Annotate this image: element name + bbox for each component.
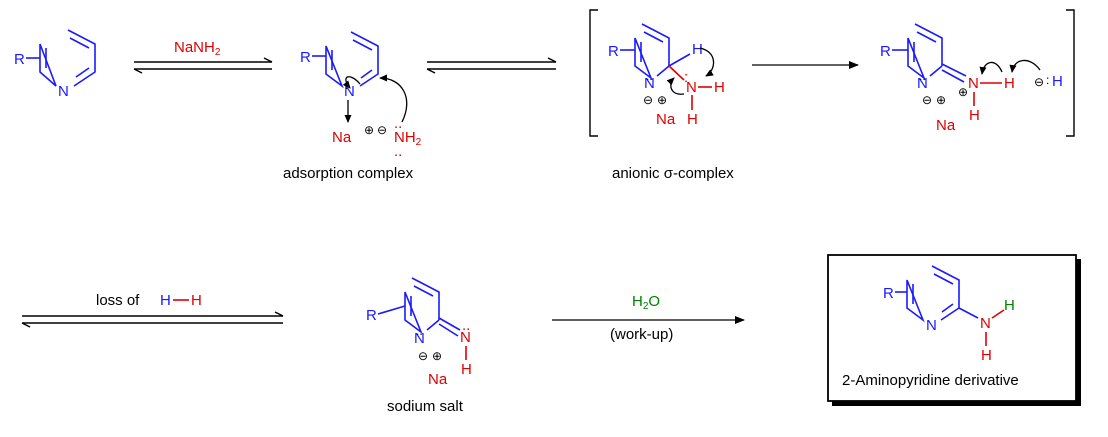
negative-charge: ⊖	[418, 349, 428, 363]
anionic-sigma-complex: N R .. ⊖ ⊕ Na H N : H H anionic σ-comple…	[608, 23, 734, 182]
substituent-r: R	[300, 49, 311, 66]
substituent-r: R	[880, 43, 891, 60]
amino-nitrogen: N	[686, 79, 697, 96]
equilibrium-arrow-loss: loss of H H	[21, 292, 284, 328]
positive-charge: ⊕	[936, 93, 946, 107]
sodium-label: Na	[936, 117, 956, 134]
amino-hydrogen-2: H	[687, 111, 698, 128]
nitrogen-lone-pair: ..	[416, 324, 423, 338]
amino-hydrogen-1: H	[714, 79, 725, 96]
equilibrium-arrow-1: NaNH2	[133, 39, 273, 74]
equilibrium-arrow-2	[426, 57, 557, 74]
workup-label: (work-up)	[610, 326, 673, 343]
loss-h2: H	[191, 292, 202, 309]
product-box	[827, 254, 1081, 406]
amide-lone-pair: ..	[394, 115, 402, 132]
imine-lone-pair: ..	[462, 317, 470, 334]
iminium-charge: ⊕	[958, 85, 968, 99]
iminium-nitrogen: N	[968, 75, 979, 92]
iminium-hydrogen-2: H	[969, 107, 980, 124]
pyridine-start: N R	[14, 29, 96, 100]
bracket-left	[589, 9, 598, 137]
amino-nitrogen: N	[980, 315, 991, 332]
sodium-label: Na	[332, 129, 352, 146]
sodium-label: Na	[656, 111, 676, 128]
amino-hydrogen-1: H	[1004, 297, 1015, 314]
substituent-r: R	[366, 307, 377, 324]
adsorption-complex: N R : Na ⊕ ⊖ NH2 .. .. adsorption comple…	[283, 31, 422, 182]
caption-anionic-complex: anionic σ-complex	[612, 165, 734, 182]
loss-h1: H	[160, 292, 171, 309]
amino-lone-pair: :	[684, 69, 688, 86]
substituent-r: R	[608, 43, 619, 60]
reagent-sodium-amide: NaNH2	[174, 39, 221, 58]
imine-nitrogen: N	[460, 329, 471, 346]
ring-nitrogen: N	[58, 83, 69, 100]
cation-charge: ⊕	[364, 123, 374, 137]
substituent-r: R	[14, 51, 25, 68]
workup-arrow: H2O (work-up)	[552, 293, 745, 343]
water-label: H2O	[632, 293, 660, 312]
nitrogen-lone-pair: ..	[919, 69, 926, 83]
ring-nitrogen: N	[926, 317, 937, 334]
positive-charge: ⊕	[432, 349, 442, 363]
hydride-charge: ⊖	[1034, 75, 1044, 89]
negative-charge: ⊖	[922, 93, 932, 107]
imine-hydrogen: H	[461, 361, 472, 378]
bracket-right	[1066, 9, 1075, 137]
sodium-salt: N R .. ⊖ ⊕ Na N .. H sodium salt	[366, 277, 472, 415]
substituent-r: R	[883, 285, 894, 302]
amide-label: NH2	[394, 129, 422, 148]
caption-sodium-salt: sodium salt	[387, 398, 464, 415]
iminium-hydrogen-1: H	[1004, 75, 1015, 92]
nitrogen-lone-pair: ..	[646, 69, 653, 83]
negative-charge: ⊖	[643, 93, 653, 107]
caption-product: 2-Aminopyridine derivative	[842, 372, 1019, 389]
sp3-hydrogen: H	[692, 41, 703, 58]
loss-label: loss of	[96, 292, 140, 309]
iminium-intermediate: N R .. ⊖ ⊕ Na N ⊕ H H ⊖ : H	[880, 23, 1063, 134]
ring-nitrogen: N	[414, 330, 425, 347]
ring-nitrogen: N	[644, 75, 655, 92]
hydride-lone-pair: :	[1046, 73, 1049, 87]
ring-nitrogen-complex: N	[344, 83, 355, 100]
positive-charge: ⊕	[657, 93, 667, 107]
hydride-hydrogen: H	[1052, 73, 1063, 90]
amide-lone-pair-2: ..	[394, 143, 402, 160]
ring-nitrogen: N	[917, 75, 928, 92]
amino-hydrogen-2: H	[981, 347, 992, 364]
caption-adsorption-complex: adsorption complex	[283, 165, 414, 182]
sodium-label: Na	[428, 371, 448, 388]
anion-charge: ⊖	[377, 123, 387, 137]
aminopyridine-product: N R N H H 2-Aminopyridine derivative	[842, 265, 1019, 389]
